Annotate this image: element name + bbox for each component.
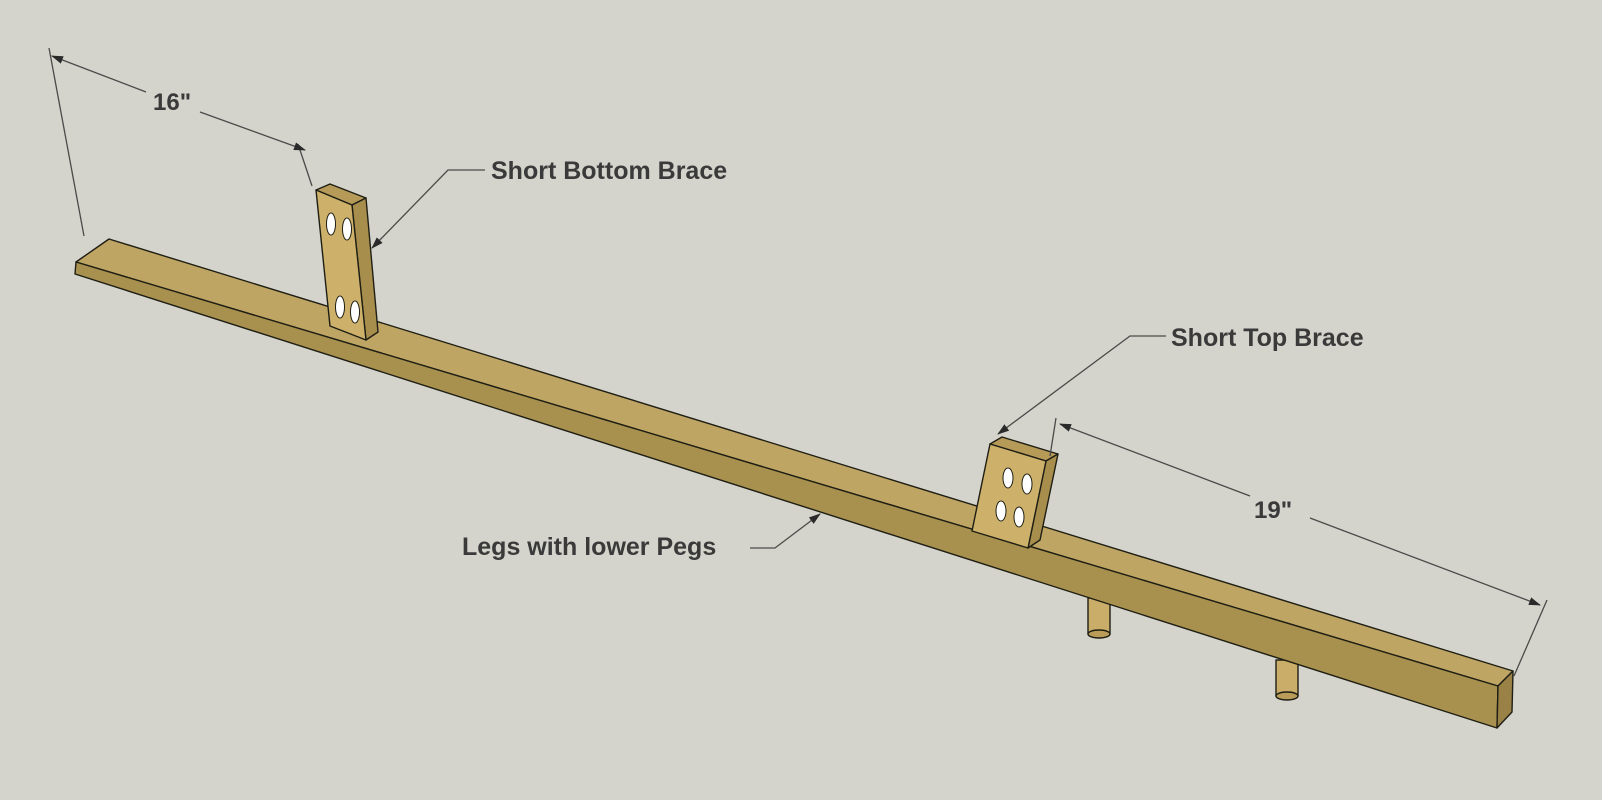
dimension-16-label: 16": [153, 89, 191, 116]
callout-short-bottom-brace: Short Bottom Brace: [371, 157, 727, 249]
dimension-19-label: 19": [1254, 497, 1292, 524]
short-top-brace-block: [971, 436, 1059, 549]
callout-short-top-brace: Short Top Brace: [997, 324, 1364, 435]
dimension-19: 19": [1049, 417, 1548, 677]
pocket-holes-bottom-brace: [326, 212, 360, 324]
leg-board: [74, 238, 1514, 729]
dimension-16: 16": [48, 47, 313, 237]
pocket-holes-top-brace: [995, 467, 1033, 528]
short-bottom-brace-block: [315, 183, 379, 341]
short-bottom-brace-label: Short Bottom Brace: [491, 157, 727, 185]
callout-legs-with-lower-pegs: Legs with lower Pegs: [462, 513, 821, 561]
legs-with-lower-pegs-label: Legs with lower Pegs: [462, 533, 716, 561]
short-top-brace-label: Short Top Brace: [1171, 324, 1364, 352]
lower-peg-2: [1275, 659, 1299, 701]
lower-peg-1: [1087, 597, 1111, 639]
